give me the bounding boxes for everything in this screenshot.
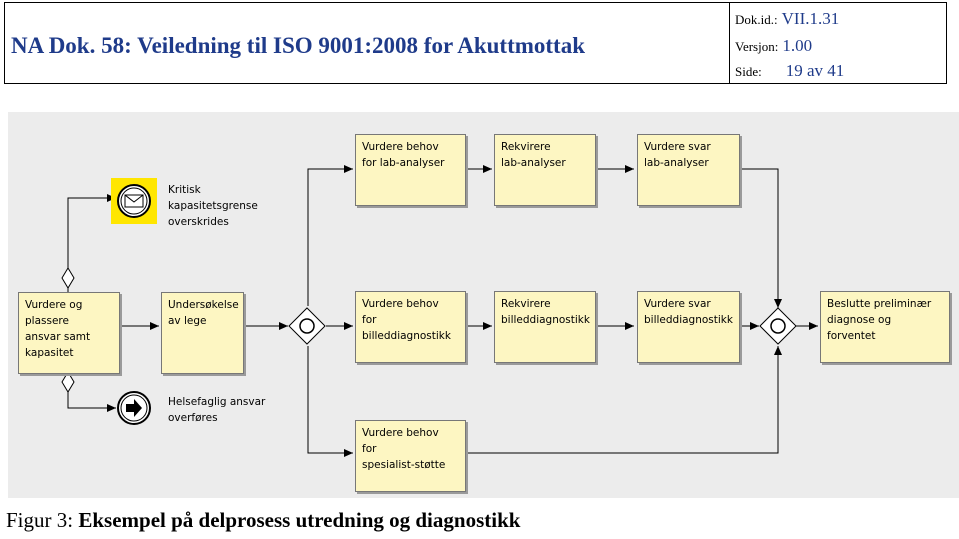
task-rekvirere-bilde[interactable]: Rekvirere billeddiagnostikk: [494, 291, 596, 363]
diagram-connectors: [61, 165, 818, 457]
task-beslutte[interactable]: Beslutte preliminær diagnose og forvente…: [820, 291, 950, 363]
caption-prefix: Figur 3:: [6, 508, 79, 532]
bottom-branch-diamond: [61, 371, 75, 393]
task-text: for lab-analyser: [362, 157, 445, 169]
task-text: Rekvirere: [501, 141, 551, 153]
task-svar-lab[interactable]: Vurdere svar lab-analyser: [637, 134, 740, 206]
top-branch-diamond: [61, 267, 75, 289]
task-text: diagnose og: [827, 314, 892, 326]
arrow-right-icon: [117, 391, 151, 425]
task-text: ansvar samt: [25, 331, 91, 343]
document-title: NA Dok. 58: Veiledning til ISO 9001:2008…: [11, 33, 586, 58]
task-svar-bilde[interactable]: Vurdere svar billeddiagnostikk: [637, 291, 740, 363]
docid-label: Dok.id.:: [735, 12, 778, 27]
version-value: 1.00: [782, 36, 813, 55]
task-behov-lab[interactable]: Vurdere behov for lab-analyser: [355, 134, 466, 206]
flow-gateway-spesialist: [307, 346, 353, 457]
caption-text: Eksempel på delprosess utredning og diag…: [78, 508, 521, 532]
task-text: Vurdere behov: [362, 427, 439, 439]
page-row: Side: 19 av 41: [735, 61, 844, 81]
task-text: Undersøkelse: [168, 299, 239, 311]
task-text: av lege: [168, 315, 207, 327]
version-row: Versjon: 1.00: [735, 36, 812, 56]
flow-to-helsefaglig: [67, 374, 116, 412]
figure-caption: Figur 3: Eksempel på delprosess utrednin…: [6, 508, 520, 533]
task-text: for: [362, 443, 377, 455]
task-text: Rekvirere: [501, 298, 551, 310]
event-text: overføres: [168, 412, 218, 424]
flow-to-kritisk: [67, 194, 116, 292]
task-text: for: [362, 314, 377, 326]
merge-gateway: [759, 307, 797, 345]
envelope-icon: [111, 178, 157, 224]
event-text: Kritisk: [168, 184, 201, 196]
task-text: billeddiagnostikk: [501, 314, 590, 326]
flow-spesialist-merge: [466, 346, 782, 454]
task-text: Vurdere svar: [644, 141, 711, 153]
event-label-helsefaglig: Helsefaglig ansvar overføres: [168, 394, 265, 426]
task-text: spesialist-støtte: [362, 459, 446, 471]
docid-row: Dok.id.: VII.1.31: [735, 9, 839, 29]
task-text: Vurdere og: [25, 299, 83, 311]
flow-gateway-lab: [307, 165, 353, 306]
event-text: kapasitetsgrense: [168, 200, 258, 212]
event-label-kritisk: Kritisk kapasitetsgrense overskrides: [168, 182, 258, 230]
task-text: kapasitet: [25, 347, 74, 359]
task-text: lab-analyser: [501, 157, 566, 169]
version-label: Versjon:: [735, 39, 779, 54]
task-text: forventet: [827, 330, 876, 342]
page-value: 19 av 41: [785, 61, 845, 80]
task-vurdere-ansvar[interactable]: Vurdere og plassere ansvar samt kapasite…: [18, 292, 120, 374]
task-undersokelse[interactable]: Undersøkelse av lege: [161, 292, 244, 374]
task-text: Vurdere behov: [362, 141, 439, 153]
task-behov-bilde[interactable]: Vurdere behov for billeddiagnostikk: [355, 291, 466, 363]
docid-value: VII.1.31: [781, 9, 840, 28]
task-text: billeddiagnostikk: [362, 330, 451, 342]
task-text: Beslutte preliminær: [827, 298, 932, 310]
flow-lab-merge: [740, 168, 782, 308]
document-header: NA Dok. 58: Veiledning til ISO 9001:2008…: [4, 2, 947, 84]
task-text: plassere: [25, 315, 69, 327]
task-text: lab-analyser: [644, 157, 709, 169]
document-meta: Dok.id.: VII.1.31 Versjon: 1.00 Side: 19…: [735, 3, 945, 83]
task-rekvirere-lab[interactable]: Rekvirere lab-analyser: [494, 134, 596, 206]
header-title-cell: NA Dok. 58: Veiledning til ISO 9001:2008…: [5, 3, 730, 83]
process-diagram: Vurdere og plassere ansvar samt kapasite…: [8, 112, 959, 498]
task-text: Vurdere svar: [644, 298, 711, 310]
page-label: Side:: [735, 64, 762, 79]
event-text: overskrides: [168, 216, 229, 228]
event-text: Helsefaglig ansvar: [168, 396, 266, 408]
task-behov-spesialist[interactable]: Vurdere behov for spesialist-støtte: [355, 420, 466, 492]
split-gateway: [288, 307, 326, 345]
task-text: Vurdere behov: [362, 298, 439, 310]
task-text: billeddiagnostikk: [644, 314, 733, 326]
